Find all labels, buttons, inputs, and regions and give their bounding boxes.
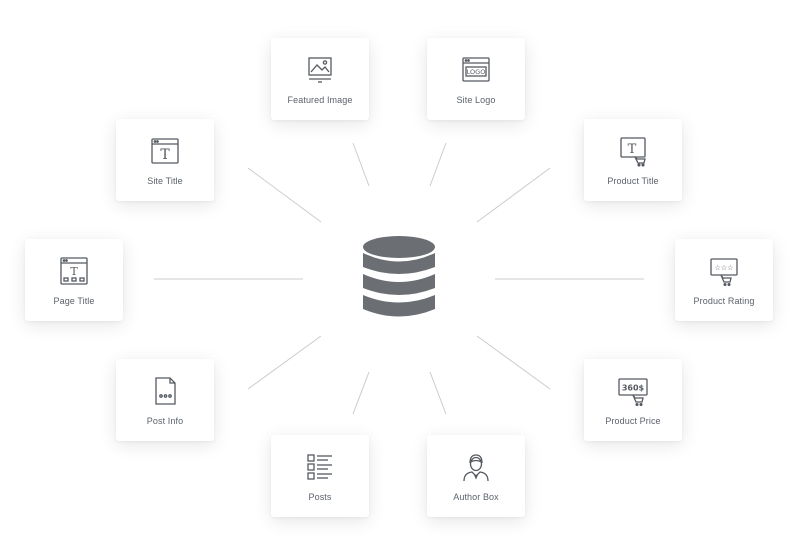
logo-text: LOGO <box>467 68 486 76</box>
connector-site-logo <box>429 142 447 187</box>
glyph-t: T <box>160 147 170 163</box>
document-icon <box>149 375 181 407</box>
list-icon <box>304 451 336 483</box>
connector-featured-image <box>352 142 370 187</box>
node-label: Product Price <box>605 416 661 426</box>
node-label: Featured Image <box>287 95 353 105</box>
node-featured-image[interactable]: Featured Image <box>271 38 369 120</box>
node-product-price[interactable]: 360$ Product Price <box>584 359 682 441</box>
price-text: 360$ <box>622 384 645 393</box>
rating-cart-icon: ☆☆☆ <box>708 255 740 287</box>
node-label: Product Title <box>607 176 659 186</box>
node-site-title[interactable]: T Site Title <box>116 119 214 201</box>
image-icon <box>304 54 336 86</box>
node-label: Author Box <box>453 492 499 502</box>
node-product-title[interactable]: T Product Title <box>584 119 682 201</box>
author-icon <box>460 451 492 483</box>
price-cart-icon: 360$ <box>617 375 649 407</box>
connector-posts <box>352 371 370 415</box>
node-label: Posts <box>308 492 332 502</box>
connector-product-title <box>476 167 551 223</box>
connector-site-title <box>247 167 322 223</box>
logo-icon: LOGO <box>460 54 492 86</box>
node-label: Site Title <box>147 176 183 186</box>
node-author-box[interactable]: Author Box <box>427 435 525 517</box>
connector-post-info <box>247 335 322 390</box>
glyph-t: T <box>70 265 78 278</box>
title-window-icon: T <box>149 135 181 167</box>
page-title-window-icon: T <box>58 255 90 287</box>
node-label: Product Rating <box>693 296 755 306</box>
node-product-rating[interactable]: ☆☆☆ Product Rating <box>675 239 773 321</box>
node-label: Page Title <box>53 296 95 306</box>
database-icon <box>360 234 438 324</box>
glyph-t: T <box>628 142 637 157</box>
connector-product-price <box>476 335 551 390</box>
stars-text: ☆☆☆ <box>715 264 734 272</box>
node-label: Site Logo <box>456 95 496 105</box>
node-posts[interactable]: Posts <box>271 435 369 517</box>
connector-author-box <box>429 371 447 415</box>
node-label: Post Info <box>146 416 184 426</box>
node-post-info[interactable]: Post Info <box>116 359 214 441</box>
node-page-title[interactable]: T Page Title <box>25 239 123 321</box>
title-cart-icon: T <box>617 135 649 167</box>
node-site-logo[interactable]: LOGO Site Logo <box>427 38 525 120</box>
